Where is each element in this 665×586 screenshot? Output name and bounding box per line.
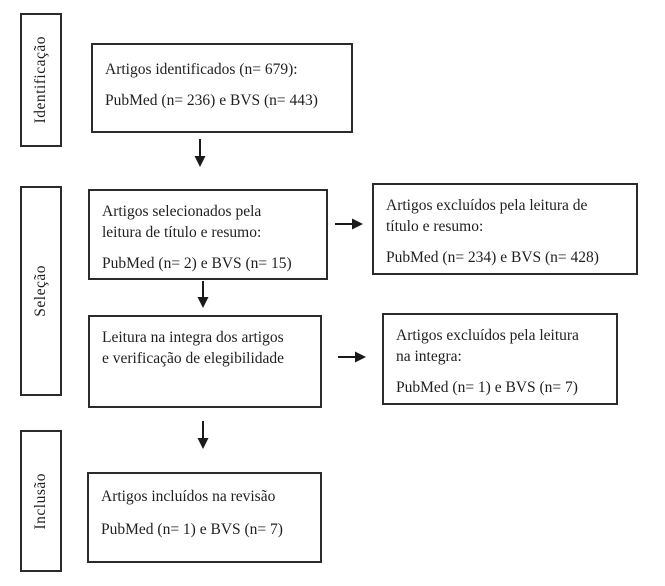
stage-box-identification: Identificação [20,13,62,147]
box-text-line: PubMed (n= 1) e BVS (n= 7) [101,521,283,538]
box-text-line: Artigos selecionados pela [102,203,262,220]
box-text-line: Artigos incluídos na revisão [101,488,276,505]
box-text-line: PubMed (n= 2) e BVS (n= 15) [102,255,292,272]
stage-label-screening: Seleção [32,265,49,317]
stage-box-inclusion: Inclusão [20,430,62,572]
arrow-down-icon [193,139,207,167]
stage-label-identification: Identificação [32,36,49,124]
box-text-line: título e resumo: [386,218,484,235]
box-text-line: leitura de título e resumo: [102,224,262,241]
flow-box-excluded-fulltext: Artigos excluídos pela leitura na integr… [382,313,618,405]
box-text-line: Leitura na integra dos artigos [102,329,284,346]
box-text-line: PubMed (n= 1) e BVS (n= 7) [396,379,578,396]
box-text-line: PubMed (n= 236) e BVS (n= 443) [105,92,318,109]
flow-box-selected: Artigos selecionados pela leitura de tít… [88,189,328,280]
box-text-line: Artigos excluídos pela leitura de [386,197,588,214]
stage-box-screening: Seleção [20,186,62,396]
arrow-down-icon [196,421,210,449]
box-text-line: Artigos excluídos pela leitura [396,327,579,344]
flow-box-included: Artigos incluídos na revisão PubMed (n= … [87,472,322,563]
arrow-down-icon [196,281,210,308]
arrow-right-icon [335,217,363,231]
box-text-line: e verificação de elegibilidade [102,350,285,367]
box-text-line: Artigos identificados (n= 679): [105,61,298,78]
flow-box-fulltext-eligibility: Leitura na integra dos artigos e verific… [88,315,322,408]
arrow-right-icon [338,350,366,364]
stage-label-inclusion: Inclusão [32,472,49,530]
flow-box-excluded-title-abstract: Artigos excluídos pela leitura de título… [372,183,638,275]
box-text-line: PubMed (n= 234) e BVS (n= 428) [386,249,599,266]
box-text-line: na integra: [396,348,462,365]
flow-box-identified: Artigos identificados (n= 679): PubMed (… [91,43,353,133]
